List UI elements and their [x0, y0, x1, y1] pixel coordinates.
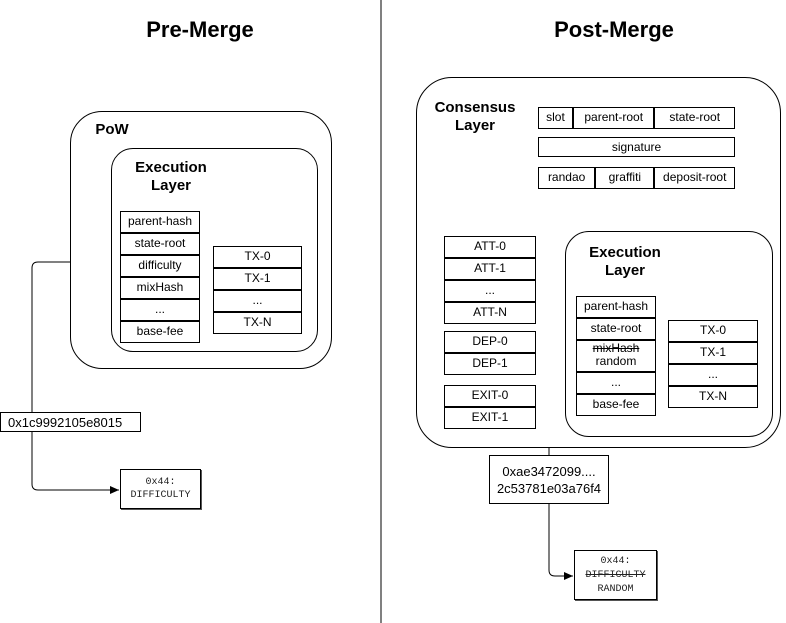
random-field: random	[595, 354, 637, 368]
header-field: parent-hash	[576, 296, 656, 318]
header-field: base-fee	[576, 394, 656, 416]
exits: EXIT-0 EXIT-1	[444, 385, 536, 429]
tx-cell: TX-1	[668, 342, 758, 364]
post-transactions: TX-0 TX-1 ... TX-N	[668, 320, 758, 408]
header-field: ...	[576, 372, 656, 394]
tx-cell: TX-0	[213, 246, 302, 268]
deposit-root-field: deposit-root	[654, 167, 735, 189]
opcode-number: 0x44:	[145, 477, 176, 488]
header-field-random: mixHash random	[576, 340, 656, 372]
attestation-cell: ATT-0	[444, 236, 536, 258]
graffiti-field: graffiti	[595, 167, 655, 189]
opcode-name: DIFFICULTY	[130, 490, 191, 501]
header-field: ...	[120, 299, 200, 321]
random-value-line1: 0xae3472099....	[502, 464, 596, 479]
post-merge-title: Post-Merge	[554, 17, 674, 42]
consensus-body-row: randao graffiti deposit-root	[538, 167, 735, 189]
header-field: base-fee	[120, 321, 200, 343]
deposits: DEP-0 DEP-1	[444, 331, 536, 375]
opcode-name-random: RANDOM	[597, 584, 634, 595]
tx-cell: ...	[213, 290, 302, 312]
attestation-cell: ...	[444, 280, 536, 302]
post-random-value: 0xae3472099.... 2c53781e03a76f4	[489, 455, 609, 504]
post-execution-label-line2: Layer	[604, 262, 646, 279]
exit-cell: EXIT-1	[444, 407, 536, 429]
random-value-line2: 2c53781e03a76f4	[496, 481, 602, 496]
pre-transactions: TX-0 TX-1 ... TX-N	[213, 246, 302, 334]
tx-cell: TX-0	[668, 320, 758, 342]
state-root-field: state-root	[654, 107, 735, 129]
attestation-cell: ATT-N	[444, 302, 536, 324]
randao-field: randao	[538, 167, 596, 189]
exit-cell: EXIT-0	[444, 385, 536, 407]
parent-root-field: parent-root	[572, 107, 655, 129]
consensus-label-line1: Consensus	[434, 99, 516, 116]
consensus-header-row: slot parent-root state-root	[538, 107, 735, 129]
arrow-to-random-opcode	[548, 504, 573, 580]
arrow-to-difficulty-opcode	[31, 432, 119, 494]
header-field: state-root	[576, 318, 656, 340]
arrow-to-difficulty	[31, 258, 119, 412]
opcode-number: 0x44:	[600, 556, 631, 567]
opcode-name-struck: DIFFICULTY	[585, 570, 646, 581]
post-execution-label-line1: Execution	[589, 244, 661, 261]
tx-cell: ...	[668, 364, 758, 386]
pow-label: PoW	[95, 121, 129, 138]
header-field-mixhash: mixHash	[120, 277, 200, 299]
post-header-fields: parent-hash state-root mixHash random ..…	[576, 296, 656, 416]
pre-merge-title: Pre-Merge	[146, 17, 254, 42]
deposit-cell: DEP-0	[444, 331, 536, 353]
pre-header-fields: parent-hash state-root difficulty mixHas…	[120, 211, 200, 343]
header-field: parent-hash	[120, 211, 200, 233]
tx-cell: TX-N	[668, 386, 758, 408]
pre-execution-label-line1: Execution	[135, 159, 207, 176]
attestation-cell: ATT-1	[444, 258, 536, 280]
pre-execution-label-line2: Layer	[150, 177, 192, 194]
header-field: state-root	[120, 233, 200, 255]
signature-field: signature	[538, 137, 735, 157]
pre-difficulty-value: 0x1c9992105e8015	[0, 412, 141, 432]
deposit-cell: DEP-1	[444, 353, 536, 375]
pre-opcode-box: 0x44: DIFFICULTY	[120, 469, 201, 509]
tx-cell: TX-1	[213, 268, 302, 290]
consensus-label-line2: Layer	[454, 117, 496, 134]
tx-cell: TX-N	[213, 312, 302, 334]
mixhash-struck: mixHash	[592, 341, 640, 355]
slot-field: slot	[538, 107, 573, 129]
post-opcode-box: 0x44: DIFFICULTY RANDOM	[574, 550, 657, 600]
header-field-difficulty: difficulty	[120, 255, 200, 277]
attestations: ATT-0 ATT-1 ... ATT-N	[444, 236, 536, 324]
